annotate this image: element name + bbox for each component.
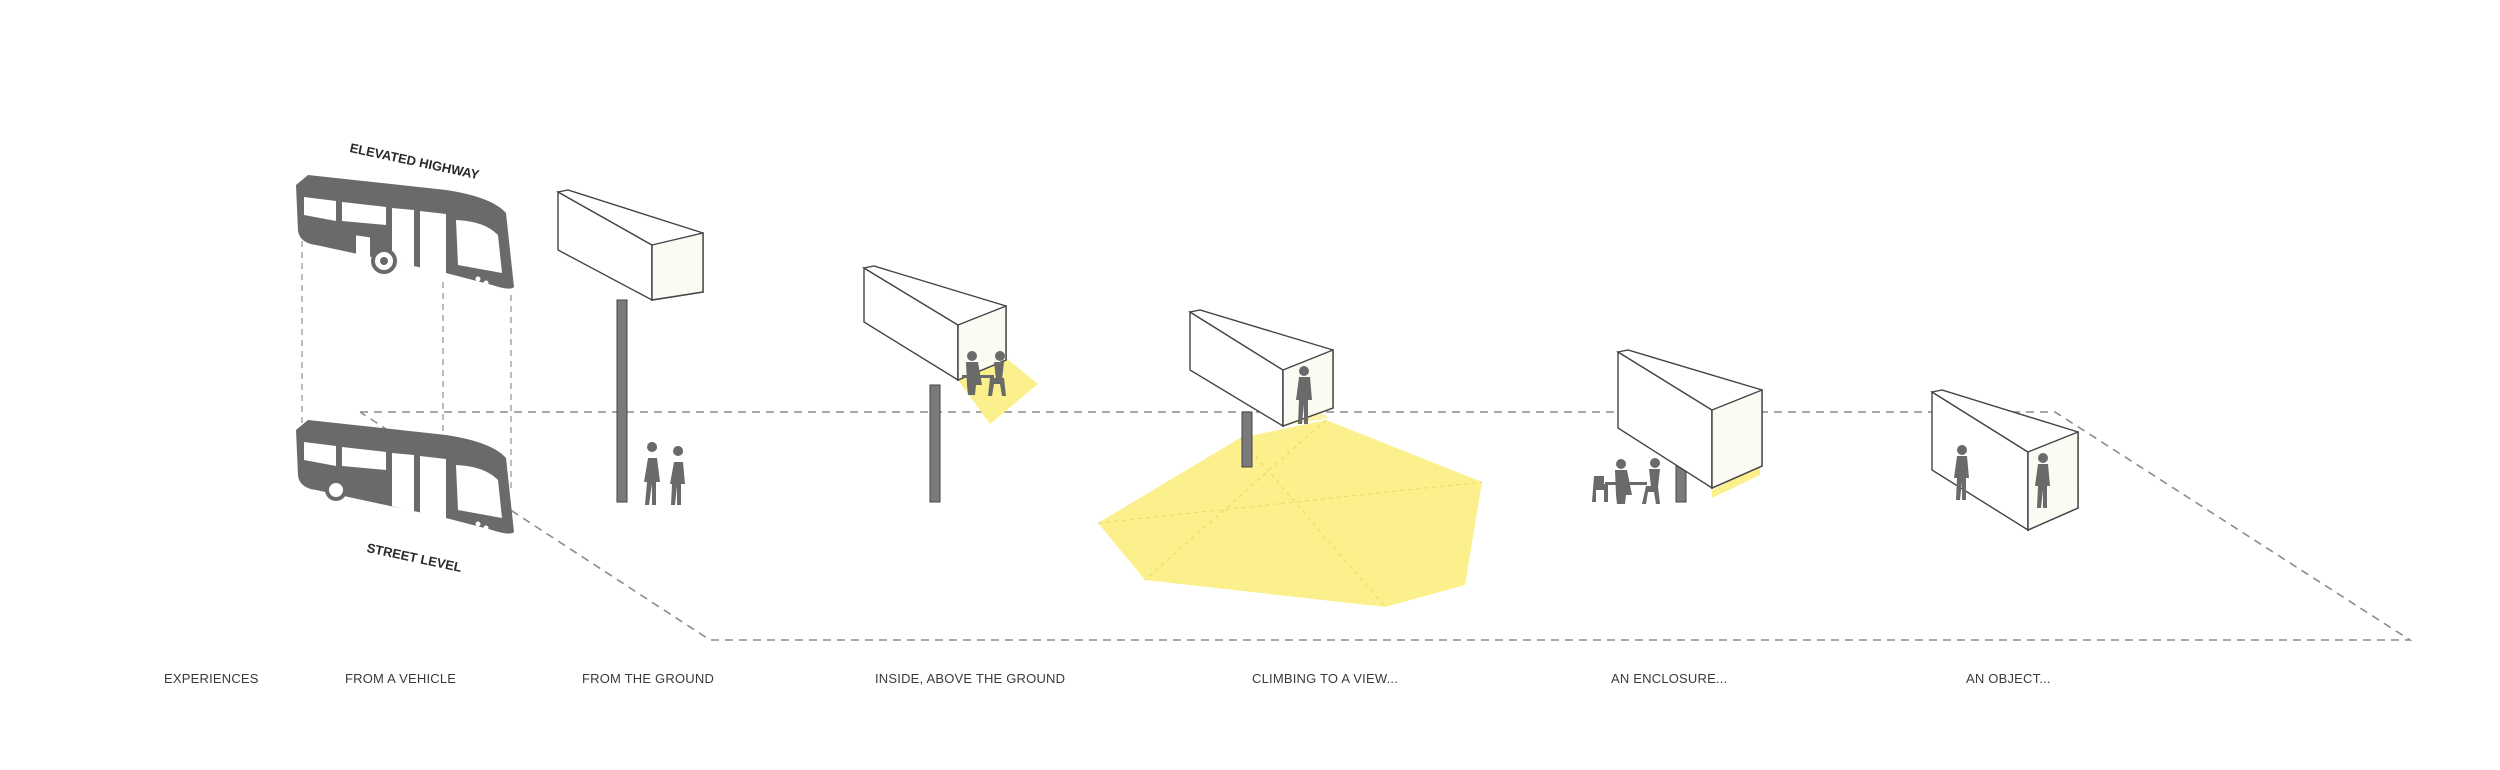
people-object-icon [1954,445,2050,508]
billboard-climbing [1097,309,1483,608]
person-viewer-icon [1296,366,1312,424]
billboard-inside [862,265,1038,503]
billboard-enclosure [1616,349,1763,503]
people-seated-icon [962,351,1006,396]
people-ground-icon [644,442,685,505]
street-bus-icon [296,420,514,534]
billboard-ground [556,189,704,503]
caption-an-object: AN OBJECT... [1966,671,2051,686]
caption-climbing-to-a-view: CLIMBING TO A VIEW... [1252,671,1399,686]
billboard-object [1930,389,2080,532]
people-enclosure-icon [1592,458,1660,504]
ground-plane [359,411,2413,641]
caption-inside-above-ground: INSIDE, ABOVE THE GROUND [875,671,1066,686]
caption-an-enclosure: AN ENCLOSURE... [1611,671,1728,686]
caption-from-a-vehicle: FROM A VEHICLE [345,671,457,686]
caption-experiences: EXPERIENCES [164,671,259,686]
caption-from-the-ground: FROM THE GROUND [582,671,715,686]
projection-lines [301,230,512,488]
elevated-bus-icon [296,175,514,289]
